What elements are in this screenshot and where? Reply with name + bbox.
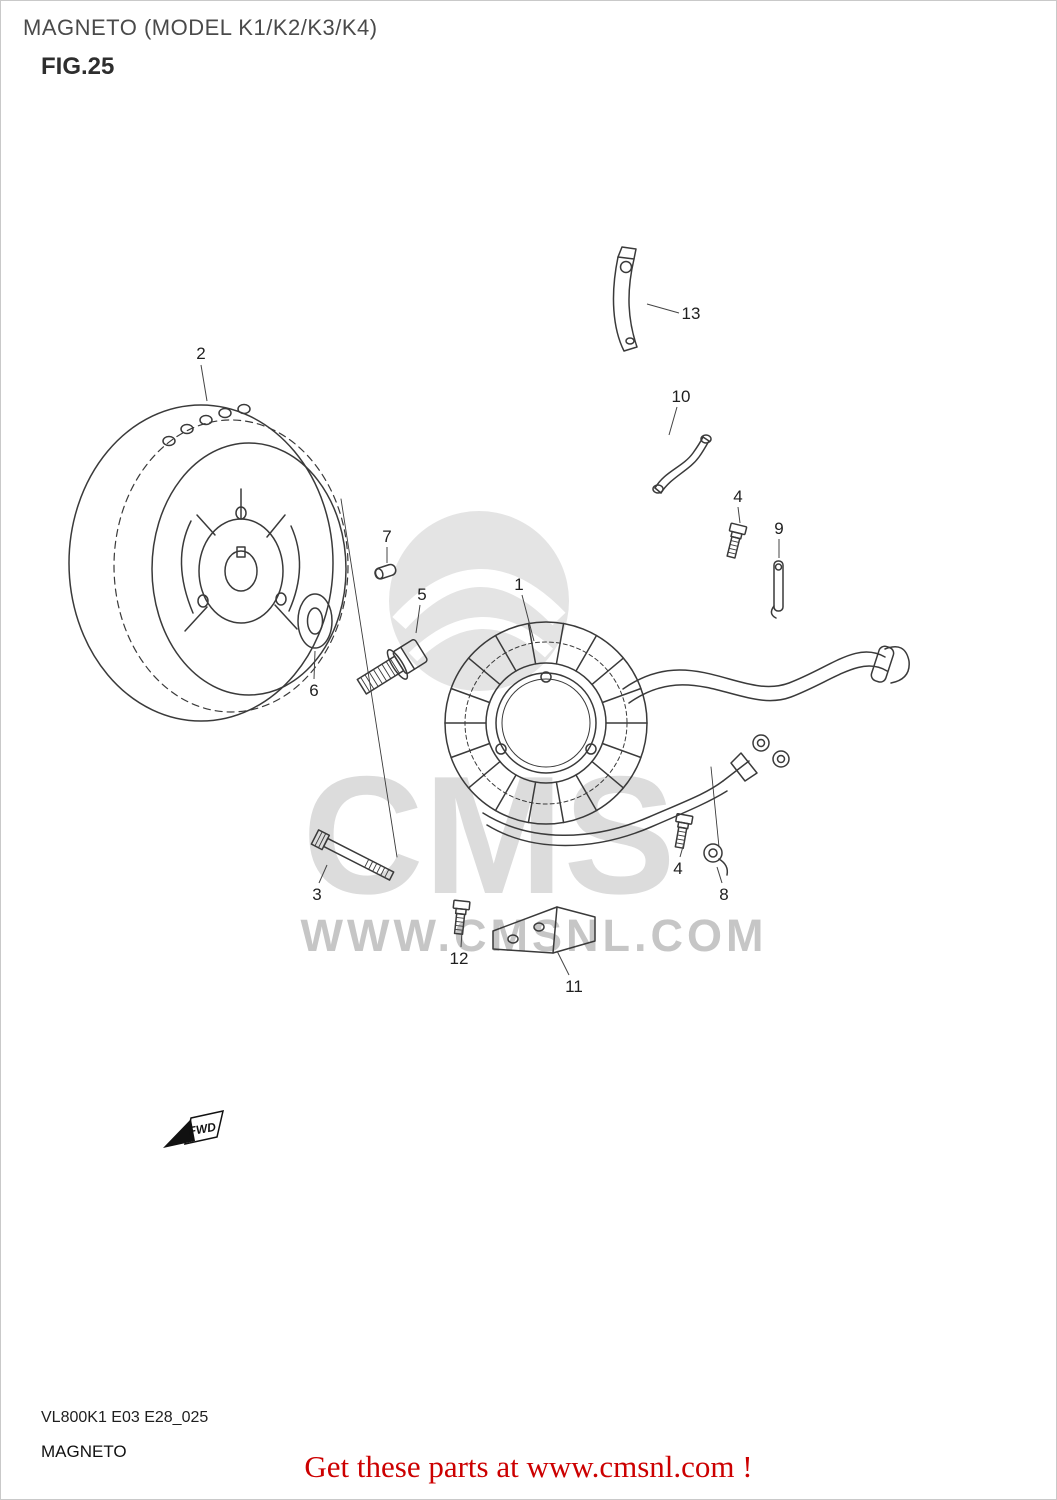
callout-wire-bracket: 10 [672, 387, 691, 406]
wire-clamp [703, 843, 729, 876]
bolt-lower [674, 813, 694, 849]
callout-woodruff-key: 7 [382, 527, 391, 546]
callout-stator: 1 [514, 575, 523, 594]
callout-bolt-lower: 4 [673, 859, 682, 878]
callout-wire-clamp: 8 [719, 885, 728, 904]
callout-washer: 6 [309, 681, 318, 700]
callout-bolt-upper: 4 [733, 487, 742, 506]
callout-rotor-bolt: 5 [417, 585, 426, 604]
assembly-axis-line [340, 498, 398, 858]
bolt-upper [726, 522, 748, 559]
drawing-code: VL800K1 E03 E28_025 [41, 1409, 209, 1426]
promo-link[interactable]: Get these parts at www.cmsnl.com ! [304, 1449, 753, 1484]
wiring-harness [482, 645, 910, 848]
stator [444, 621, 648, 825]
drawing-name: MAGNETO [41, 1442, 127, 1461]
fwd-arrow-icon: FWD [163, 1110, 224, 1148]
flywheel-rotor [68, 403, 349, 722]
callout-leader-lines [200, 303, 780, 976]
washer [297, 593, 333, 649]
rotor-bolt [356, 639, 428, 695]
callout-band-strap: 13 [682, 304, 701, 323]
callout-hook-clip: 9 [774, 519, 783, 538]
woodruff-key [374, 563, 397, 580]
callout-long-bolt: 3 [312, 885, 321, 904]
hook-clip [770, 560, 784, 619]
band-strap [612, 246, 638, 352]
fwd-label: FWD [188, 1120, 218, 1139]
long-bolt [310, 829, 395, 881]
callout-bracket-plate: 11 [565, 977, 583, 996]
wire-bracket [652, 434, 712, 494]
figure-number: FIG.25 [41, 53, 115, 80]
callout-flywheel-rotor: 2 [196, 344, 205, 363]
watermark-logo-text: CMS [302, 741, 675, 929]
page-title: MAGNETO (MODEL K1/K2/K3/K4) [23, 15, 378, 40]
screw [452, 899, 471, 935]
bracket-plate [492, 906, 596, 954]
watermark-site-text: WWW.CMSNL.COM [301, 910, 768, 961]
cms-watermark: CMS WWW.CMSNL.COM [301, 511, 768, 961]
callout-screw: 12 [450, 949, 469, 968]
